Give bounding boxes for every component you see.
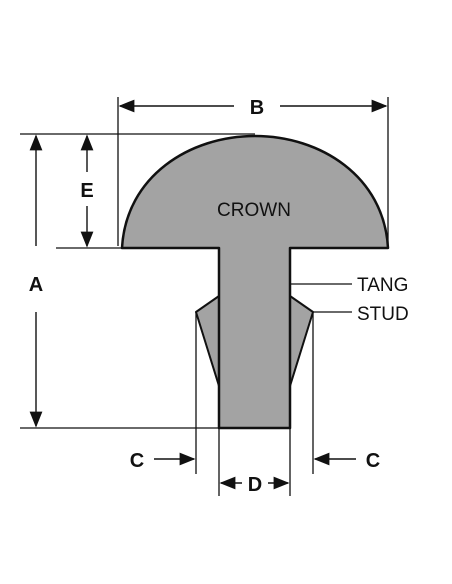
- label-c-right: C: [366, 450, 380, 472]
- stud-barb-left: [195, 295, 220, 387]
- fret-profile: [120, 134, 390, 430]
- label-a: A: [29, 274, 43, 296]
- label-crown: CROWN: [217, 200, 291, 221]
- label-b: B: [250, 97, 264, 119]
- label-c-left: C: [130, 450, 144, 472]
- label-tang: TANG: [357, 275, 408, 296]
- label-e: E: [80, 180, 93, 202]
- label-stud: STUD: [357, 304, 409, 325]
- label-d: D: [248, 474, 262, 496]
- stud-barb-right: [289, 295, 314, 387]
